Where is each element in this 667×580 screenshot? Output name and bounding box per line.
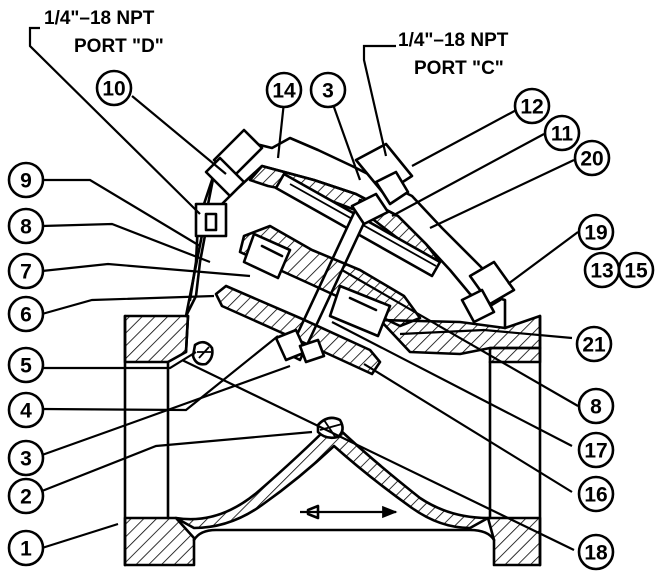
balloon-2: 2	[7, 477, 45, 515]
leader-lines	[41, 95, 579, 551]
balloon-11: 11	[543, 114, 581, 152]
balloon-9: 9	[7, 161, 45, 199]
svg-text:20: 20	[580, 148, 603, 171]
svg-text:12: 12	[520, 96, 543, 119]
port-d-name: PORT "D"	[74, 36, 164, 57]
balloon-6: 6	[7, 295, 45, 333]
svg-text:16: 16	[584, 484, 607, 507]
svg-text:14: 14	[272, 80, 296, 103]
svg-text:15: 15	[624, 260, 648, 283]
svg-text:5: 5	[20, 355, 32, 378]
svg-text:18: 18	[584, 542, 608, 565]
balloon-21: 21	[575, 325, 613, 363]
svg-text:1: 1	[20, 538, 32, 561]
balloon-13: 13	[583, 251, 621, 289]
balloon-20: 20	[573, 139, 611, 177]
port-c-name: PORT "C"	[414, 58, 504, 79]
svg-text:7: 7	[20, 261, 32, 284]
svg-text:2: 2	[20, 486, 32, 509]
stem-assembly	[214, 172, 442, 376]
balloon-3-upper: 3	[309, 71, 347, 109]
svg-text:17: 17	[584, 440, 607, 463]
balloon-8-right: 8	[577, 387, 615, 425]
balloon-7: 7	[7, 252, 45, 290]
balloon-18: 18	[577, 533, 615, 571]
svg-text:19: 19	[584, 222, 607, 245]
port-c-size: 1/4"–18 NPT	[398, 30, 509, 51]
balloon-5: 5	[7, 346, 45, 384]
balloon-1: 1	[7, 529, 45, 567]
balloon-12: 12	[513, 87, 551, 125]
balloon-3-lower: 3	[7, 439, 45, 477]
svg-text:21: 21	[582, 334, 606, 357]
valve-body	[123, 294, 542, 567]
svg-text:13: 13	[590, 260, 613, 283]
svg-text:8: 8	[20, 216, 32, 239]
svg-text:11: 11	[551, 123, 574, 146]
port-d-size: 1/4"–18 NPT	[44, 8, 155, 29]
flow-arrow	[300, 504, 398, 520]
balloon-8-left: 8	[7, 207, 45, 245]
svg-text:10: 10	[102, 78, 125, 101]
svg-text:3: 3	[322, 80, 334, 103]
svg-text:6: 6	[20, 304, 32, 327]
svg-text:4: 4	[20, 400, 32, 423]
svg-text:3: 3	[20, 448, 32, 471]
port-c-label: 1/4"–18 NPT PORT "C"	[362, 30, 509, 157]
balloon-14: 14	[265, 71, 303, 109]
balloon-16: 16	[577, 475, 615, 513]
balloon-4: 4	[7, 391, 45, 429]
balloon-19: 19	[577, 213, 615, 251]
port-d-label: 1/4"–18 NPT PORT "D"	[28, 8, 201, 215]
balloon-10: 10	[95, 69, 133, 107]
balloon-17: 17	[577, 431, 615, 469]
balloon-15: 15	[617, 251, 655, 289]
svg-text:8: 8	[590, 396, 602, 419]
svg-text:9: 9	[20, 170, 32, 193]
